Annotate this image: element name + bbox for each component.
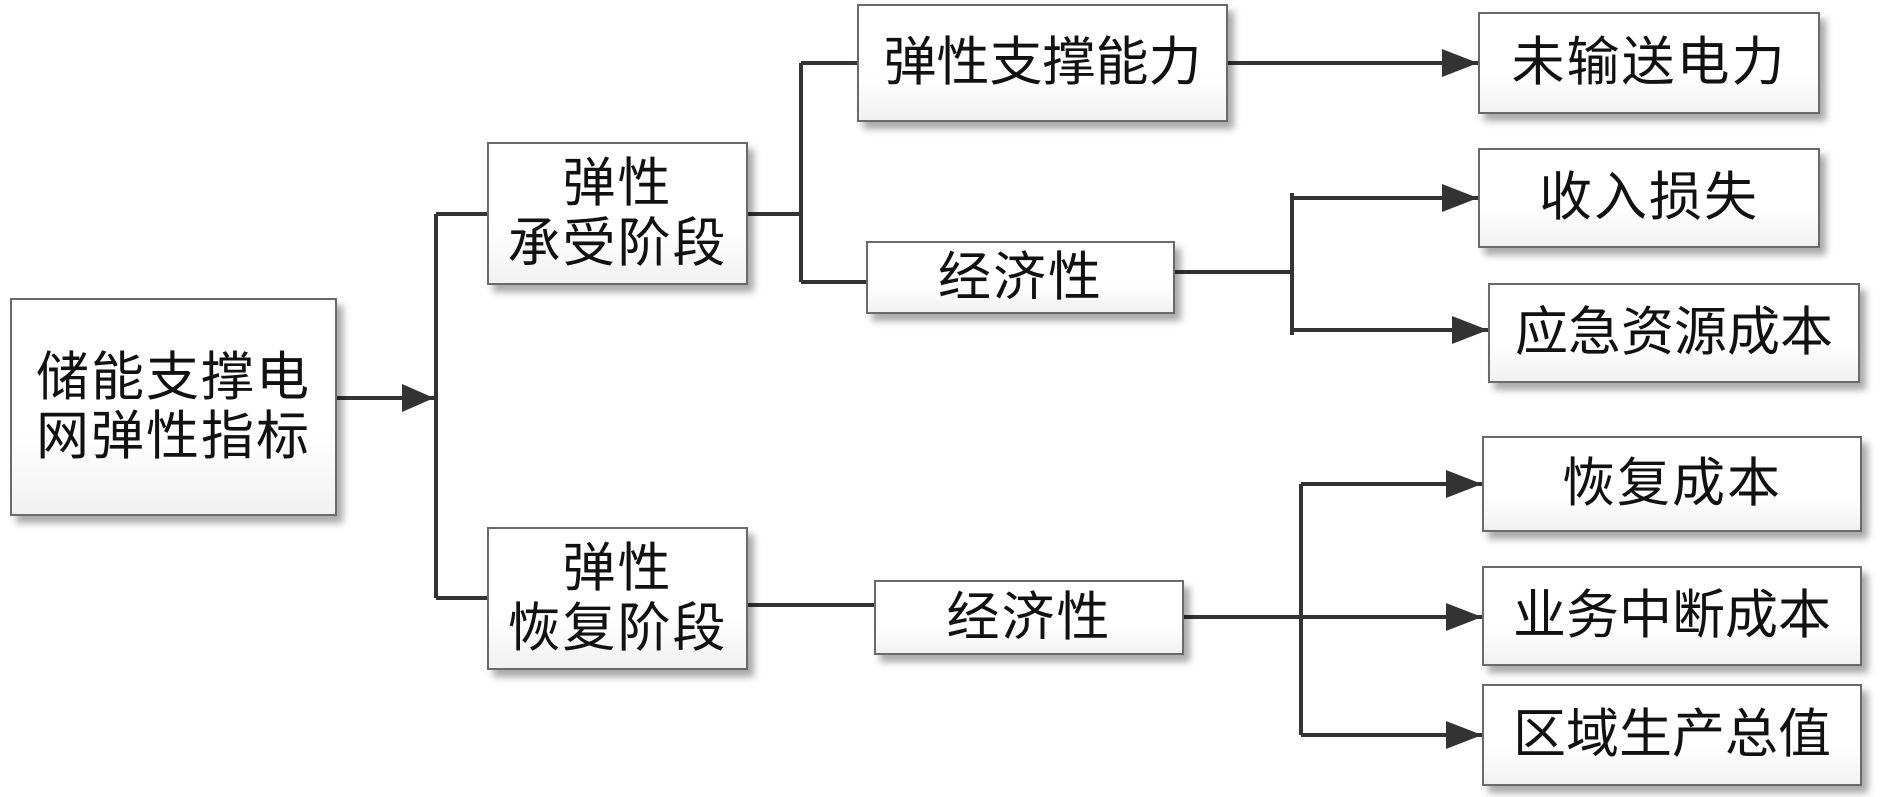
- undelivered-power-node: 未输送电力: [1478, 12, 1820, 114]
- stage-withstand-node: 弹性 承受阶段: [487, 142, 748, 285]
- revenue-loss-node: 收入损失: [1478, 148, 1820, 248]
- economy-withstand-node: 经济性: [866, 241, 1175, 314]
- arrowhead-emergency-cost: [1452, 316, 1488, 344]
- stage-withstand-line2: 承受阶段: [507, 212, 728, 274]
- economy-recovery-node: 经济性: [874, 580, 1184, 655]
- stage-recovery-line2: 恢复阶段: [507, 597, 728, 659]
- arrowhead-root: [402, 384, 434, 412]
- regional-gdp-node: 区域生产总值: [1482, 684, 1862, 786]
- arrowhead-business-interruption: [1446, 603, 1482, 631]
- root-node: 储能支撑电 网弹性指标: [10, 298, 337, 516]
- stage-recovery-line1: 弹性: [562, 538, 673, 600]
- business-interruption-cost-node: 业务中断成本: [1482, 566, 1862, 666]
- stage-withstand-line1: 弹性: [562, 153, 673, 215]
- arrowhead-revenue-loss: [1442, 184, 1478, 212]
- elastic-support-capacity-node: 弹性支撑能力: [857, 4, 1228, 122]
- root-node-line1: 储能支撑电: [36, 346, 311, 408]
- root-node-line2: 网弹性指标: [36, 406, 311, 467]
- arrowhead-regional-gdp: [1446, 721, 1482, 749]
- stage-recovery-node: 弹性 恢复阶段: [487, 527, 748, 670]
- emergency-resource-cost-node: 应急资源成本: [1488, 283, 1860, 383]
- recovery-cost-node: 恢复成本: [1482, 436, 1862, 532]
- arrowhead-recovery-cost: [1446, 470, 1482, 498]
- arrowhead-undelivered: [1442, 49, 1478, 77]
